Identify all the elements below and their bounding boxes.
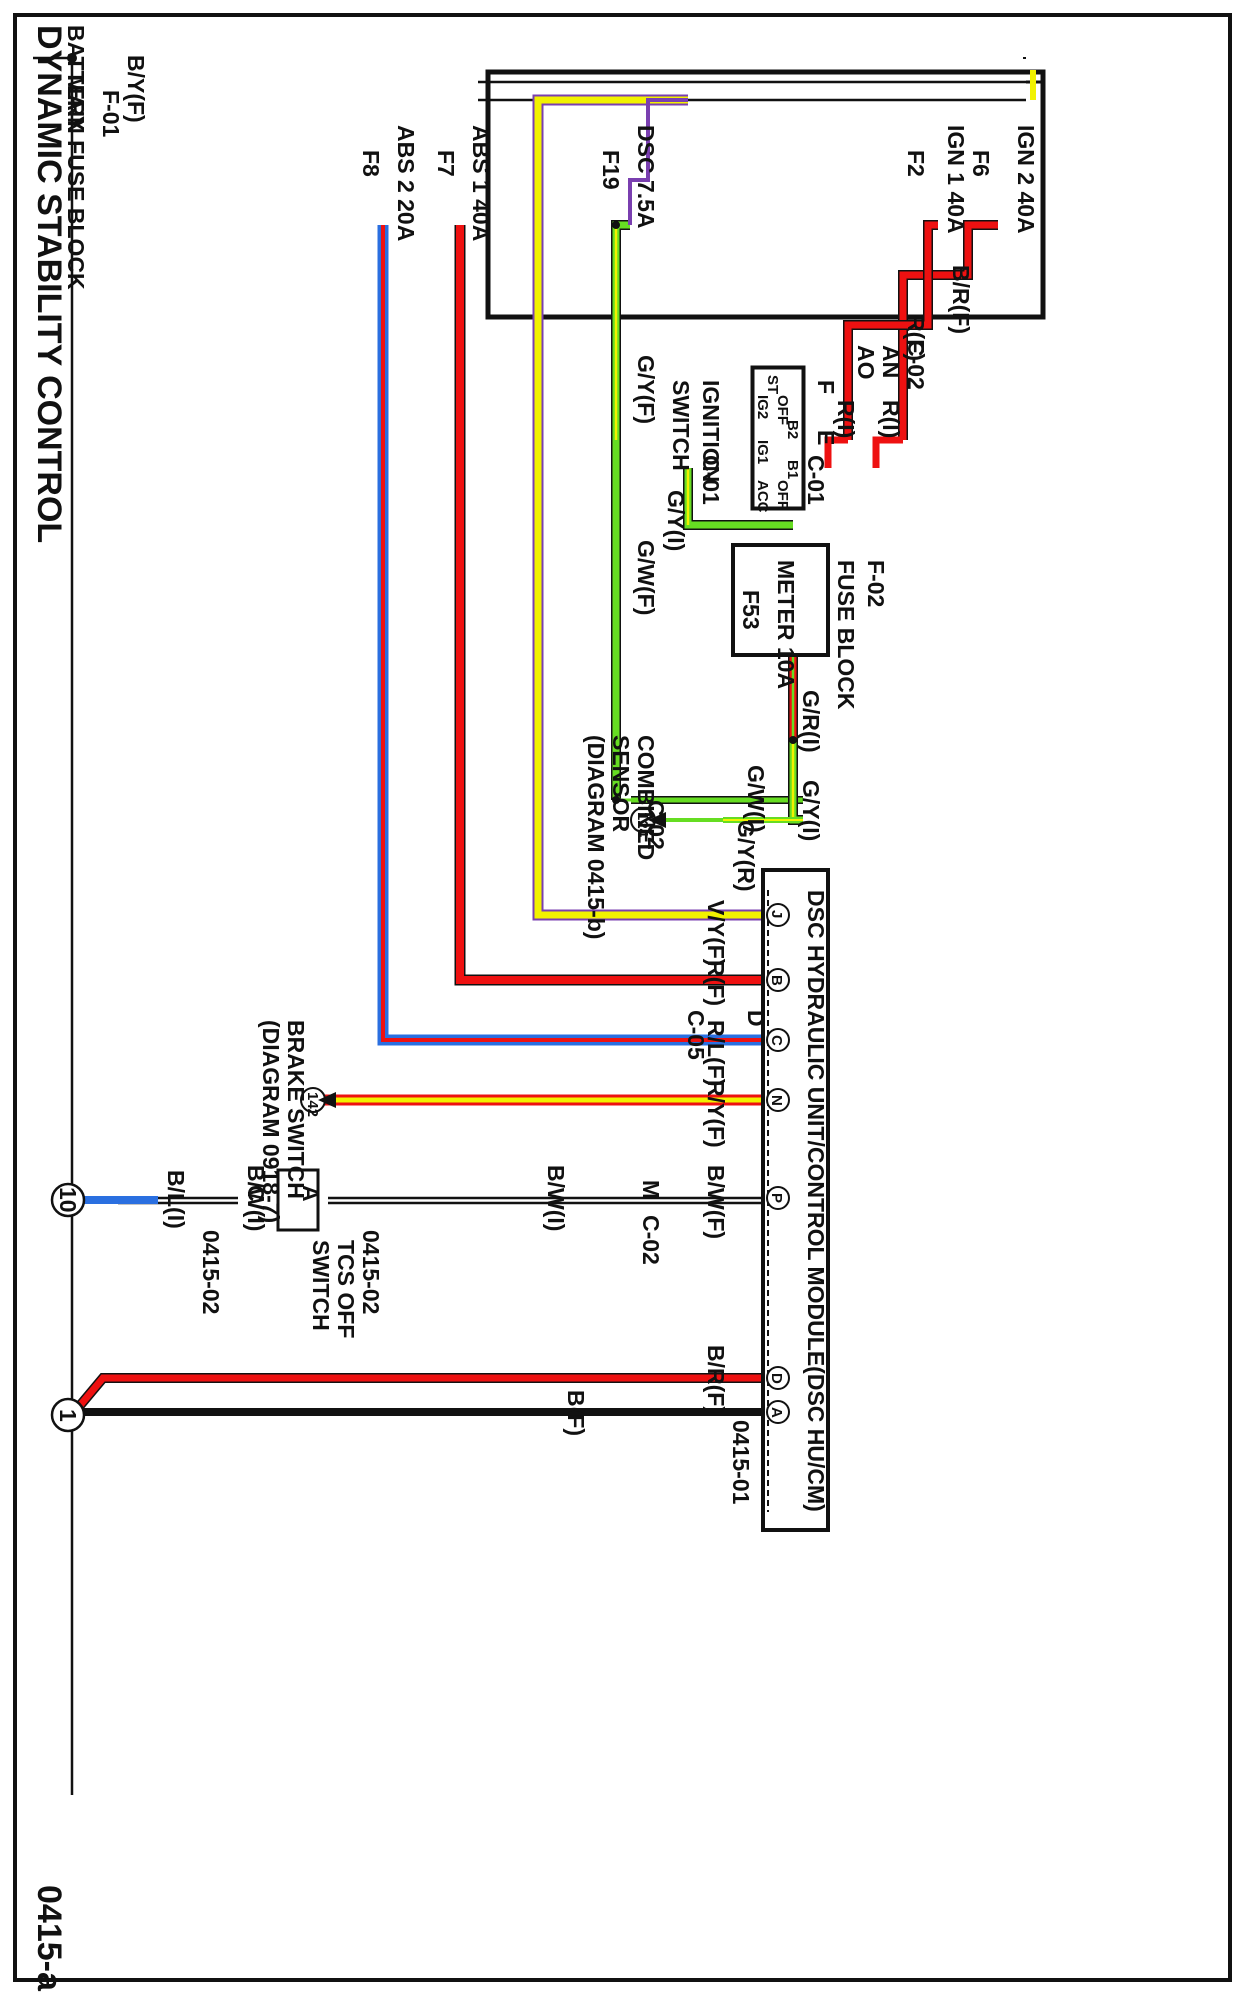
- contact-b1: B1: [784, 460, 801, 479]
- ignition-connector-2: C-01: [698, 455, 724, 505]
- fuse-abs2-id: F8: [358, 150, 384, 177]
- fuse-ign1: IGN 1 40A: [943, 125, 969, 234]
- connector-c02-mid: C-02: [643, 800, 669, 850]
- pin-e-label: E: [813, 430, 839, 445]
- ignition-connector: C-01: [803, 455, 829, 505]
- main-fuse-block-box: [485, 69, 1046, 320]
- connector-a: A: [298, 1185, 324, 1202]
- tcs-ref-2: 0415-02: [198, 1230, 224, 1314]
- diagram-code: 0415-a: [30, 1885, 68, 1992]
- wire-br-f-2: B/R(F): [703, 1345, 729, 1414]
- wire-by-f: B/Y(F): [123, 55, 149, 123]
- battery-label: BATTERY: [63, 25, 89, 131]
- wire-gr-i: G/R(I): [798, 690, 824, 753]
- wire-rl-f: R/L(F): [703, 1020, 729, 1086]
- ground-ref-124-label: 124: [634, 812, 651, 838]
- module-ref: 0415-01: [728, 1420, 754, 1505]
- pin-b: B: [768, 975, 785, 986]
- wire-gw-i: G/W(I): [743, 765, 769, 833]
- fuse-abs1-id: F7: [433, 150, 459, 177]
- contact-st: ST: [764, 375, 781, 394]
- module-label: DSC HYDRAULIC UNIT/CONTROL MODULE(DSC HU…: [803, 890, 829, 1512]
- contact-ig1: IG1: [754, 440, 771, 464]
- wire-bl-i: B/L(I): [163, 1170, 189, 1229]
- fuse-ign1-id: F2: [903, 150, 929, 177]
- wire-bw-f: B/W(F): [703, 1165, 729, 1239]
- diagram-title: DYNAMIC STABILITY CONTROL: [30, 25, 68, 543]
- wire-r-f: R(F): [903, 315, 929, 361]
- contact-off-1: OFF: [774, 395, 791, 425]
- fuse-ign2: IGN 2 40A: [1013, 125, 1039, 234]
- wire-ry-f: R/Y(F): [703, 1080, 729, 1148]
- contact-off-2: OFF: [774, 480, 791, 510]
- ground-point-10-label: 10: [55, 1187, 81, 1213]
- fuse-block-label: FUSE BLOCK: [833, 560, 859, 710]
- connector-an: AN: [878, 345, 904, 378]
- wire-gy-i-2: G/Y(I): [798, 780, 824, 841]
- wire-gw-f: G/W(F): [633, 540, 659, 615]
- wire-gy-i: G/Y(I): [663, 490, 689, 551]
- fuse-abs2: ABS 2 20A: [393, 125, 419, 241]
- ignition-switch-label-1: IGNITION: [698, 380, 724, 482]
- ground-ref-142-label: 142: [304, 1092, 321, 1117]
- pin-d: D: [768, 1373, 785, 1384]
- fuse-block-connector: F-02: [863, 560, 889, 607]
- connector-m: M: [638, 1180, 664, 1199]
- connector-ao: AO: [853, 345, 879, 380]
- wire-br-f: B/R(F): [948, 265, 974, 334]
- connector-d: D: [743, 1010, 769, 1027]
- pin-j: J: [768, 910, 785, 918]
- wire-bw-i: B/W(I): [543, 1165, 569, 1231]
- pin-f-label: F: [813, 380, 839, 394]
- connector-c05: C-05: [683, 1010, 709, 1060]
- wire-r-i-1: R(I): [878, 400, 904, 438]
- tcs-switch-1: TCS OFF: [333, 1240, 359, 1338]
- fuse-dsc-id: F19: [598, 150, 624, 190]
- fuse-abs1: ABS 1 40A: [468, 125, 494, 241]
- wire-r-f-2: R(F): [703, 960, 729, 1006]
- brake-switch-1: BRAKE SWITCH: [283, 1020, 309, 1199]
- ground-point-10: [50, 1182, 86, 1218]
- ground-point-1: [50, 1397, 86, 1433]
- tcs-switch-2: SWITCH: [308, 1240, 334, 1331]
- module-pins: [766, 903, 790, 1424]
- fuse-dsc: DSC 7.5A: [633, 125, 659, 229]
- tcs-switch-box: [276, 1168, 320, 1232]
- wire-vy-f: V/Y(F): [703, 900, 729, 966]
- diagram-frame: [13, 13, 1232, 1982]
- wire-r-i-2: R(I): [833, 400, 859, 438]
- combined-sensor-2: SENSOR: [608, 735, 634, 833]
- main-fuse-block-label: MAIN FUSE BLOCK: [63, 75, 89, 290]
- wire-gy-r: G/Y(R): [733, 820, 759, 892]
- pin-n: N: [768, 1095, 785, 1106]
- fuse-meter: METER 10A: [773, 560, 799, 689]
- fuse-block-box: [731, 543, 830, 657]
- contact-acc: ACC: [754, 480, 771, 513]
- pin-c: C: [768, 1035, 785, 1046]
- brake-switch-2: (DIAGRAM 0918-7): [258, 1020, 284, 1223]
- pin-a: A: [768, 1407, 785, 1418]
- connector-c: C: [243, 1185, 269, 1202]
- fuse-ign2-id: F6: [968, 150, 994, 177]
- wire-bw-i-2: B/W(I): [243, 1165, 269, 1231]
- combined-sensor-1: COMBINED: [633, 735, 659, 860]
- wire-b-f: B(F): [563, 1390, 589, 1436]
- combined-sensor-3: (DIAGRAM 0415-b): [583, 735, 609, 939]
- contact-b2: B2: [784, 420, 801, 439]
- tcs-ref-1: 0415-02: [358, 1230, 384, 1314]
- ignition-switch-label-2: SWITCH: [668, 380, 694, 471]
- ground-point-1-label: 1: [55, 1409, 81, 1422]
- pin-p: P: [768, 1193, 785, 1203]
- connector-c02-top: C-02: [903, 340, 929, 390]
- fuse-meter-id: F53: [738, 590, 764, 630]
- contact-ig2: IG2: [754, 395, 771, 419]
- connector-c02-low: C-02: [638, 1215, 664, 1265]
- wire-gy-f: G/Y(F): [633, 355, 659, 424]
- connector-f01: F-01: [98, 90, 124, 138]
